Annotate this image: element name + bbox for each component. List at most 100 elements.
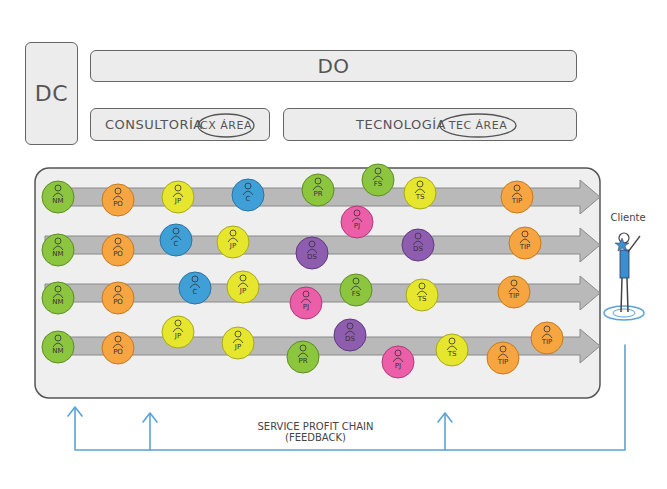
person-icon [113,246,123,250]
role-circle: DS [401,228,435,262]
role-code: TS [448,350,457,358]
feedback-line [75,345,625,450]
role-code: TIP [498,358,509,366]
role-code: PJ [303,303,309,311]
role-code: FS [352,290,360,298]
oval-line [198,114,254,137]
box-label: TEC ÁREA [449,119,508,132]
person-icon [352,218,362,222]
role-circle: JP [161,315,195,349]
role-disc [42,282,74,314]
role-disc [498,276,530,308]
client-ring [613,309,635,317]
role-disc [341,206,373,238]
department-box: DC [25,42,78,145]
role-code: C [193,288,198,296]
role-circle: TS [403,176,437,210]
role-disc [302,174,334,206]
role-circle: TIP [497,275,531,309]
role-code: TIP [542,338,553,346]
role-code: TIP [512,197,523,205]
role-disc [232,179,264,211]
client-legs [621,278,628,312]
person-icon [393,358,403,362]
role-code: NM [52,250,63,258]
person-icon [544,326,550,332]
person-icon [233,339,243,343]
person-icon [243,191,253,195]
role-disc [290,287,322,319]
role-circle: JP [221,326,255,360]
role-circle: FS [361,163,395,197]
role-circle: PO [101,331,135,365]
role-disc [160,224,192,256]
person-icon [351,286,361,290]
role-disc [296,237,328,269]
role-code: JP [175,332,181,340]
person-icon [449,338,455,344]
person-icon [53,193,63,197]
role-disc [102,234,134,266]
role-disc [362,164,394,196]
role-circle: NM [41,180,75,214]
role-disc [42,234,74,266]
person-icon [315,178,321,184]
client-ring [604,306,644,320]
box-label: TECNOLOGÍA [356,117,446,132]
area-oval: CX ÁREA [197,113,255,138]
role-circle: NM [41,330,75,364]
flow-arrows [45,180,600,363]
role-disc [42,181,74,213]
role-circle: FS [339,273,373,307]
department-box: DO [90,50,577,82]
role-circle: JP [226,270,260,304]
person-icon [113,294,123,298]
person-icon [417,181,423,187]
person-icon [300,345,306,351]
role-disc [404,177,436,209]
person-icon [353,278,359,284]
person-icon [173,193,183,197]
person-icon [115,336,121,342]
role-disc [102,332,134,364]
person-icon [419,283,425,289]
person-icon [173,228,179,234]
person-icon [115,238,121,244]
person-icon [115,188,121,194]
role-disc [222,327,254,359]
role-circle: TIP [508,226,542,260]
person-icon [298,353,308,357]
person-icon [415,233,421,239]
role-circle: NM [41,281,75,315]
person-icon [509,288,519,292]
person-icon [175,185,181,191]
role-circle: TIP [500,180,534,214]
person-icon [375,168,381,174]
person-icon [512,193,522,197]
person-icon [171,236,181,240]
person-icon [175,320,181,326]
role-disc [42,331,74,363]
oval-line [440,114,516,137]
role-code: NM [52,197,63,205]
role-code: PO [113,298,123,306]
box-label: CONSULTORÍA [105,117,203,132]
person-icon [447,346,457,350]
feedback-line [149,414,151,450]
person-icon [520,239,530,243]
person-icon [347,323,353,329]
role-circle: C [231,178,265,212]
role-disc [509,227,541,259]
person-icon [228,238,238,242]
role-circle: C [159,223,193,257]
person-icon [192,276,198,282]
person-icon [235,331,241,337]
team-container [35,168,600,398]
role-circle: TS [435,333,469,367]
role-disc [501,181,533,213]
role-code: TIP [520,243,531,251]
role-code: TS [416,193,425,201]
person-icon [53,294,63,298]
client-label: Cliente [598,212,658,223]
role-disc [531,322,563,354]
